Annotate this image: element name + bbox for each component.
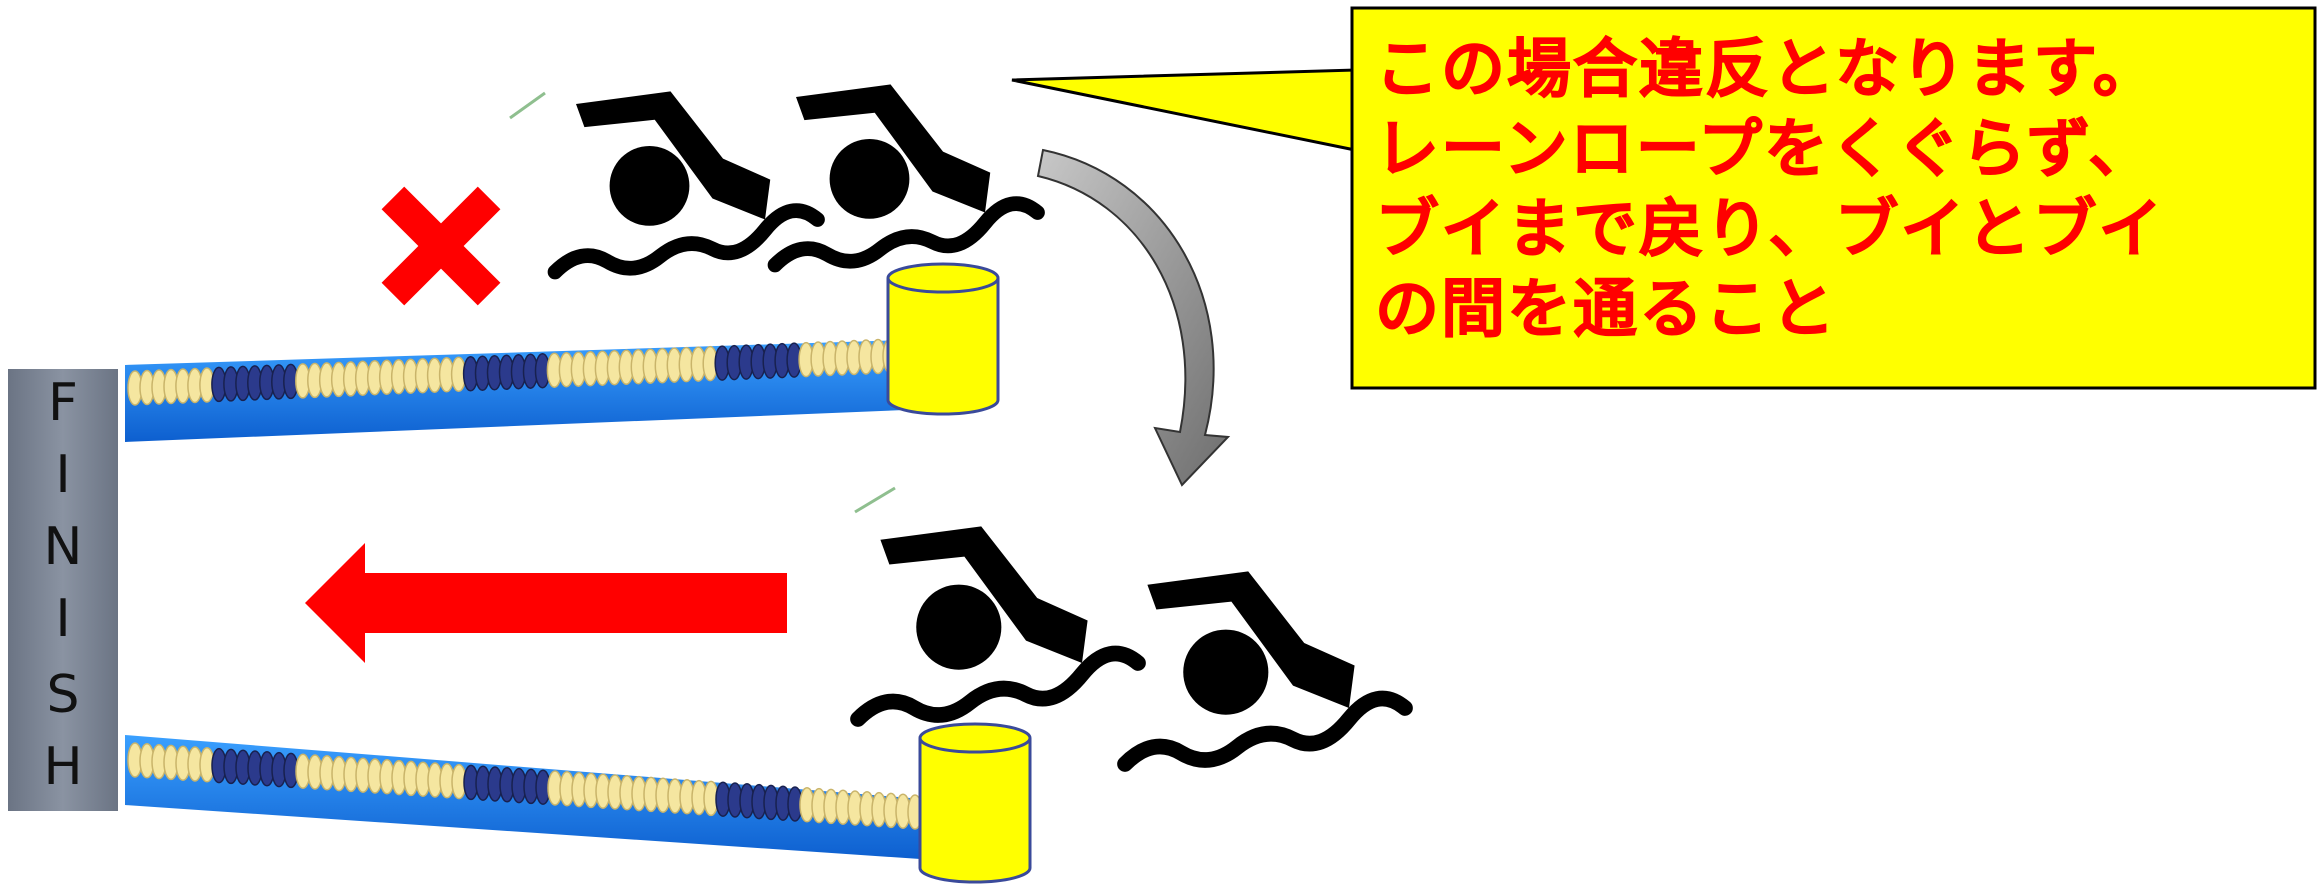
lane-rope-top [125, 338, 905, 442]
callout-line: この場合違反となります。 [1375, 33, 2159, 108]
swimmer-icon [1125, 571, 1405, 764]
finish-letter: S [46, 665, 80, 725]
buoy-icon [918, 722, 1032, 884]
cross-icon [381, 186, 501, 306]
finish-sign: F I N I S H [8, 369, 118, 811]
motion-line [854, 486, 896, 514]
callout-line: ブイまで戻り、ブイとブイ [1375, 193, 2165, 268]
buoy-icon [886, 262, 1000, 416]
finish-letter: I [55, 445, 71, 505]
callout-line: の間を通ること [1375, 273, 1837, 348]
callout-bubble [1011, 6, 2317, 390]
swimmer-icon [858, 526, 1138, 719]
left-arrow-icon [305, 543, 787, 663]
motion-line [509, 91, 546, 120]
callout-line: レーンロープをくぐらず、 [1375, 113, 2155, 188]
swimmer-icon [555, 91, 818, 272]
callout-text: この場合違反となります。 レーンロープをくぐらず、 ブイまで戻り、ブイとブイ の… [1375, 30, 2305, 350]
swimmer-icon [775, 84, 1038, 265]
curved-arrow-icon [1036, 148, 1231, 487]
finish-letter: N [43, 517, 83, 577]
finish-letter: H [43, 737, 83, 797]
lane-rope-bottom [125, 735, 935, 860]
finish-letter: I [55, 589, 71, 649]
finish-letter: F [48, 373, 78, 433]
